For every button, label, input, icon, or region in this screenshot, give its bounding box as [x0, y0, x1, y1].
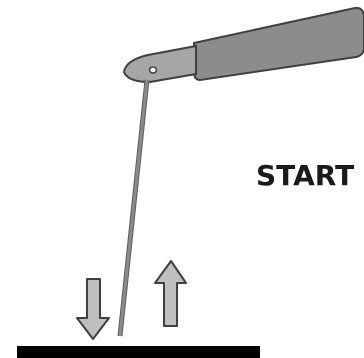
start-label: START	[256, 159, 354, 192]
holder-handle	[193, 6, 364, 82]
holder-jaw	[122, 44, 197, 84]
workpiece-bar	[17, 346, 260, 358]
arrow-up-icon	[154, 260, 187, 327]
arrow-down-icon	[76, 278, 110, 340]
electrode-rod-highlight	[118, 79, 149, 337]
electrode-holder	[122, 6, 364, 84]
holder-pivot	[148, 66, 158, 74]
